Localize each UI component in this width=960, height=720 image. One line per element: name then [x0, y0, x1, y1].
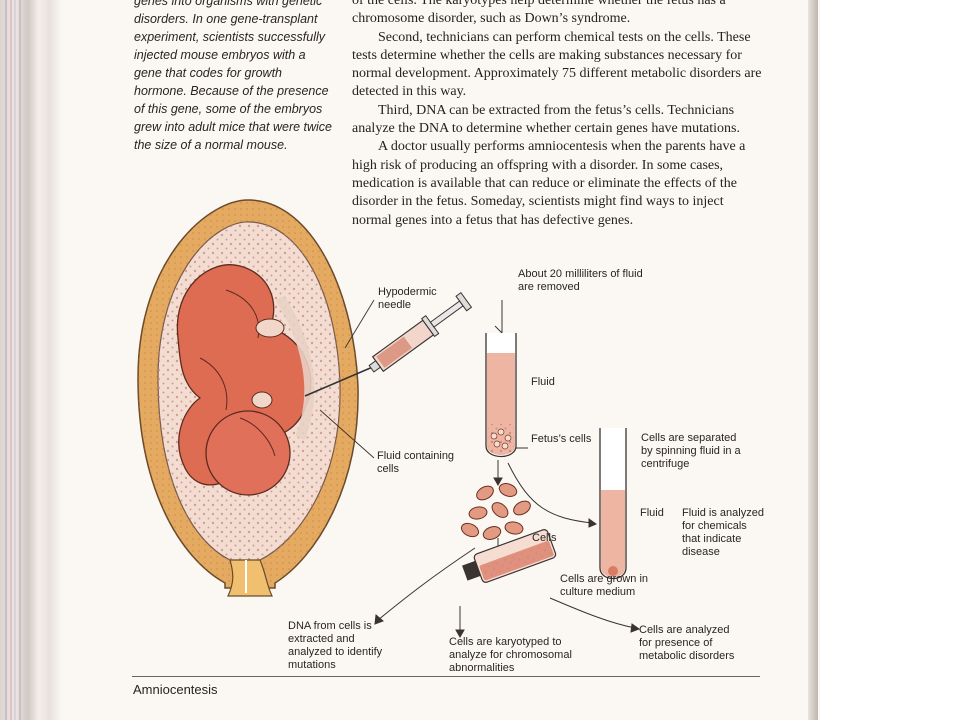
leader-lines: [319, 299, 616, 514]
label-fluid: Fluid: [531, 376, 555, 388]
culture-flask: [462, 529, 557, 583]
test-tube: [485, 333, 517, 458]
label-culture: Cells are grown in culture medium: [560, 573, 649, 598]
paragraph-3: Third, DNA can be extracted from the fet…: [352, 102, 740, 137]
sidebar-text: genes into organisms with genetic disord…: [134, 0, 333, 152]
syringe: [304, 291, 473, 397]
label-fetus-cells: Fetus’s cells: [531, 433, 592, 445]
label-fluid-containing-cells: Fluid containing cells: [377, 450, 455, 475]
amniocentesis-figure: Hypodermic needle About 20 milliliters o…: [130, 188, 770, 674]
label-dna: DNA from cells is extracted and analyzed…: [288, 620, 383, 671]
paragraph-4: A doctor usually performs amniocentesis …: [352, 139, 746, 228]
label-hypodermic-needle: Hypodermic needle: [378, 286, 437, 311]
centrifuge-tube: [599, 428, 627, 580]
process-arrows: [374, 300, 641, 639]
body-text: of the cells. The karyotypes help determ…: [352, 0, 764, 230]
page-right-edge: [808, 0, 818, 720]
book-binding: [0, 0, 62, 720]
label-fluid-removed: About 20 milliliters of fluid are remove…: [518, 268, 643, 293]
page-edge-lines: [5, 0, 28, 720]
figure-drawing: [137, 199, 641, 639]
label-centrifuge: Cells are separated by spinning fluid in…: [641, 432, 741, 470]
label-fluid-2: Fluid: [640, 507, 664, 519]
fetus-illustration: [176, 264, 315, 496]
label-cells: Cells: [532, 532, 557, 544]
sidebar-note: genes into organisms with genetic disord…: [134, 0, 334, 154]
caption-rule: [132, 676, 760, 677]
figure-caption: Amniocentesis: [133, 682, 218, 697]
label-metabolic: Cells are analyzed for presence of metab…: [639, 624, 735, 662]
paragraph-1: of the cells. The karyotypes help determ…: [352, 0, 726, 27]
cells-cluster: [460, 483, 531, 540]
paragraph-2: Second, technicians can perform chemical…: [352, 29, 762, 100]
label-fluid-analyzed: Fluid is analyzed for chemicals that ind…: [682, 507, 764, 558]
label-karyotyped: Cells are karyotyped to analyze for chro…: [449, 636, 572, 674]
